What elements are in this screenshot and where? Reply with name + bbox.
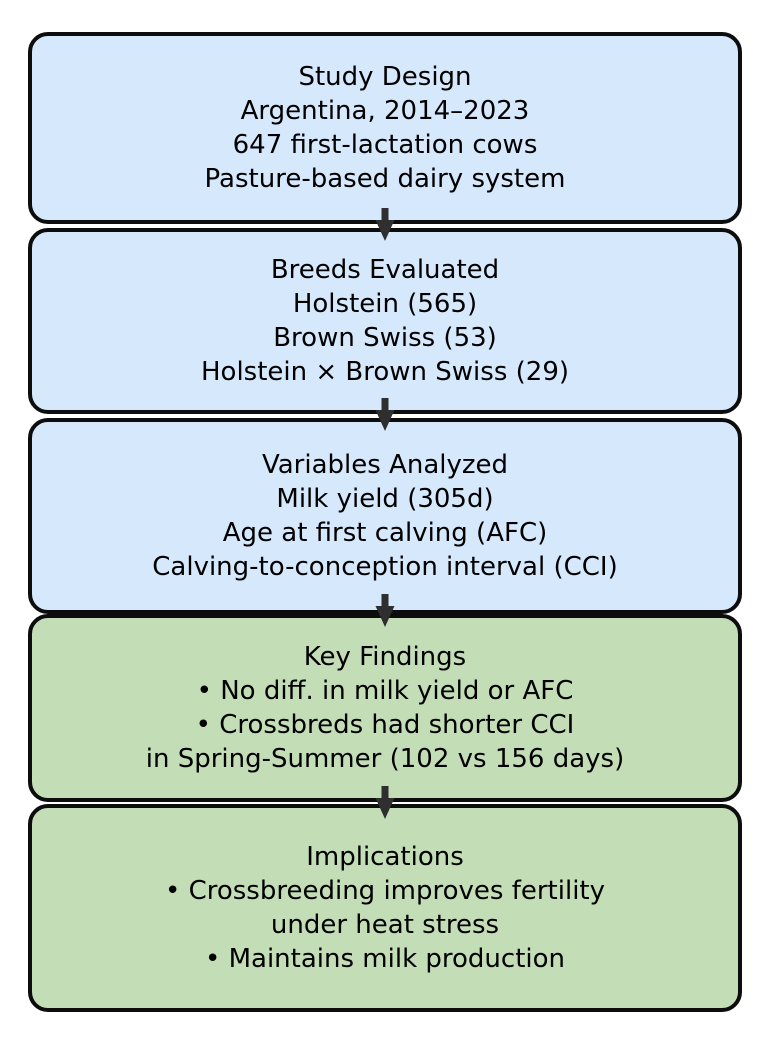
node-line: Age at first calving (AFC) (222, 518, 548, 548)
node-line: Brown Swiss (53) (273, 323, 497, 353)
node-line: Pasture-based dairy system (204, 164, 566, 194)
node-line: Holstein (565) (292, 289, 478, 319)
node-line: Study Design (298, 62, 472, 92)
node-line: Key Findings (303, 642, 467, 672)
node-line: Variables Analyzed (261, 450, 509, 480)
node-line: Implications (306, 842, 464, 872)
node-line: in Spring-Summer (102 vs 156 days) (145, 744, 625, 774)
flow-node-study-design[interactable]: Study Design Argentina, 2014–2023 647 fi… (28, 32, 742, 224)
flow-node-implications[interactable]: Implications • Crossbreeding improves fe… (28, 804, 742, 1012)
node-line: • Crossbreds had shorter CCI (195, 710, 575, 740)
node-line: 647 first-lactation cows (232, 130, 538, 160)
node-line: • No diff. in milk yield or AFC (196, 676, 574, 706)
node-line: under heat stress (270, 910, 500, 940)
node-line: Calving-to-conception interval (CCI) (152, 552, 618, 582)
node-line: • Maintains milk production (204, 944, 565, 974)
node-line: • Crossbreeding improves fertility (164, 876, 606, 906)
node-line: Milk yield (305d) (276, 484, 494, 514)
flow-node-key-findings[interactable]: Key Findings • No diff. in milk yield or… (28, 614, 742, 802)
flow-node-variables-analyzed[interactable]: Variables Analyzed Milk yield (305d) Age… (28, 418, 742, 614)
node-line: Breeds Evaluated (270, 255, 500, 285)
flow-node-breeds-evaluated[interactable]: Breeds Evaluated Holstein (565) Brown Sw… (28, 228, 742, 414)
node-line: Argentina, 2014–2023 (240, 96, 530, 126)
node-line: Holstein × Brown Swiss (29) (200, 357, 570, 387)
